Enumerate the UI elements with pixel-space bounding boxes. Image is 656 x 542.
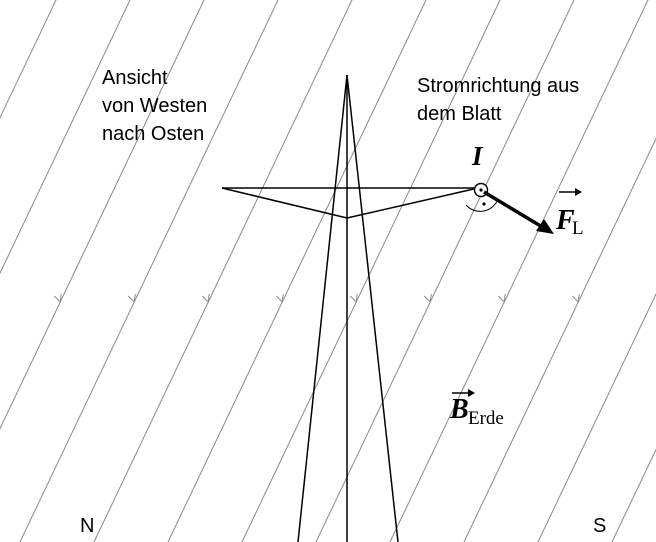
field-line [315,0,575,542]
field-direction-chevron-icon [571,293,580,304]
view-label-line3: nach Osten [102,123,204,145]
current-symbol: I [471,141,484,171]
field-direction-chevron-icon [127,293,136,304]
field-subscript: Erde [468,408,504,429]
pylon-right-leg [346,74,399,542]
field-direction-chevron-icon [497,293,506,304]
field-direction-chevron-icon [423,293,432,304]
view-label-line1: Ansicht [102,67,168,89]
field-direction-chevron-icon [349,293,358,304]
field-line [241,0,501,542]
field-line [19,0,279,542]
field-direction-chevron-icon [53,293,62,304]
field-line [0,0,57,119]
field-line [389,0,649,542]
north-label: N [80,515,94,537]
field-symbol: B [449,394,469,425]
force-vector-arrow-icon [559,188,582,196]
field-line [0,0,205,430]
view-label-line2: von Westen [102,95,207,117]
power-pylon [221,74,479,542]
field-vector-arrow-icon [452,389,475,397]
current-direction-line2: dem Blatt [417,103,502,125]
force-symbol: F [555,205,575,236]
field-label: B Erde [449,389,504,429]
current-direction-line1: Stromrichtung aus [417,75,579,97]
field-line [0,0,131,275]
field-line [611,448,656,542]
field-line [463,137,656,542]
field-line [167,0,427,542]
force-subscript: L [572,218,584,239]
pylon-right-brace [346,187,479,219]
south-label: S [593,515,606,537]
pylon-left-brace [221,187,348,219]
field-line [537,292,656,542]
field-direction-chevron-icon [275,293,284,304]
field-direction-chevron-icon [201,293,210,304]
lorentz-force-arrow [483,190,554,234]
field-line [93,0,353,542]
right-angle-marker [465,198,499,212]
pylon-left-leg [297,74,348,542]
current-dot-icon [479,188,483,192]
force-label: F L [555,188,584,239]
